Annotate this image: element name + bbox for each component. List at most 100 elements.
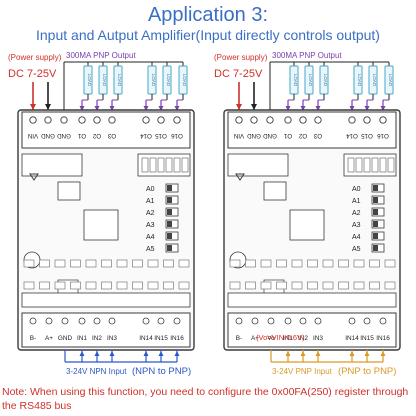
- gnd-arrow-icon: [251, 104, 257, 110]
- bottom-terminal-label: IN3: [107, 335, 117, 342]
- output-arrow-icon: [158, 106, 164, 111]
- dip-label: A1: [146, 198, 155, 205]
- module-cell: [387, 157, 395, 173]
- smd-component: [384, 281, 396, 290]
- top-terminal-label: GND: [57, 132, 71, 139]
- gnd-arrow-icon: [45, 104, 51, 110]
- dip-switch-lever: [373, 221, 378, 227]
- output-arrow-icon: [174, 106, 180, 111]
- smd-component: [178, 281, 190, 290]
- output-arrow-icon: [300, 106, 306, 111]
- smd-component: [54, 259, 66, 268]
- input-arrow-icon: [349, 351, 355, 356]
- dip-switch-lever: [167, 233, 172, 239]
- smd-component: [132, 259, 143, 268]
- dip-label: A3: [352, 222, 361, 229]
- bottom-terminal-label: Vo: [267, 335, 275, 342]
- dip-label: A4: [352, 234, 361, 241]
- chip-u3: [83, 209, 119, 241]
- terminal-screw: [142, 317, 150, 325]
- bottom-terminal-label: IN14: [345, 335, 359, 342]
- smd-component: [307, 259, 318, 268]
- smd-component: [132, 281, 143, 290]
- output-arrow-icon: [315, 106, 321, 111]
- bottom-terminal-label: A+: [251, 335, 259, 342]
- terminal-screw: [173, 317, 181, 325]
- smd-component: [39, 281, 50, 290]
- bottom-terminal-label: IN16: [170, 335, 184, 342]
- terminal-screw: [235, 317, 243, 325]
- load-label: LOAD: [182, 74, 187, 87]
- smd-component: [163, 259, 174, 268]
- bottom-terminal-label: IN14: [139, 335, 153, 342]
- module-cell: [157, 157, 165, 173]
- top-terminal-label: O1: [283, 132, 292, 139]
- output-label: 300MA PNP Output: [66, 51, 136, 60]
- smd-component: [369, 281, 380, 290]
- terminal-screw: [348, 317, 356, 325]
- output-arrow-icon: [143, 106, 149, 111]
- dip-switch-lever: [167, 185, 172, 191]
- vin-arrow-icon: [30, 104, 36, 110]
- smd-component: [39, 259, 50, 268]
- smd-component: [85, 259, 97, 268]
- load-label: LOAD: [166, 74, 171, 87]
- smd-component: [229, 281, 241, 290]
- smd-component: [245, 281, 256, 290]
- output-arrow-icon: [349, 106, 355, 111]
- terminal-screw: [348, 116, 356, 124]
- terminal-screw: [235, 116, 243, 124]
- terminal-screw: [173, 116, 181, 124]
- output-arrow-icon: [94, 106, 100, 111]
- dip-switch-lever: [373, 233, 378, 239]
- terminal-screw: [78, 116, 86, 124]
- load-label: LOAD: [323, 74, 328, 87]
- smd-component: [291, 259, 303, 268]
- header-row: [227, 292, 397, 308]
- input-arrow-icon: [285, 351, 291, 356]
- output-arrow-icon: [380, 106, 386, 111]
- output-arrow-icon: [109, 106, 115, 111]
- terminal-screw: [93, 116, 101, 124]
- terminal-screw: [60, 116, 68, 124]
- input-label-paren: (NPN to PNP): [132, 366, 191, 377]
- header-row: [21, 292, 191, 308]
- input-arrow-icon: [174, 351, 180, 356]
- dip-label: A2: [146, 210, 155, 217]
- smd-component: [260, 259, 272, 268]
- smd-component: [338, 281, 349, 290]
- bottom-terminal-label: IN1: [77, 335, 87, 342]
- terminal-screw: [267, 317, 275, 325]
- smd-component: [163, 281, 174, 290]
- smd-component: [101, 281, 112, 290]
- dip-label: A0: [352, 186, 361, 193]
- smd-component: [245, 259, 256, 268]
- terminal-screw: [29, 317, 37, 325]
- smd-component: [322, 259, 334, 268]
- top-terminal-label: O1: [77, 132, 86, 139]
- top-terminal-label: VIN: [234, 132, 244, 139]
- dip-label: A5: [352, 246, 361, 253]
- power-supply-label: (Power supply): [214, 53, 268, 62]
- load-label: LOAD: [87, 74, 92, 87]
- terminal-screw: [108, 116, 116, 124]
- bottom-terminal-label: IN2: [298, 335, 308, 342]
- input-arrow-icon: [94, 351, 100, 356]
- smd-component: [116, 259, 128, 268]
- bottom-terminal-label: A+: [45, 335, 53, 342]
- module-cell: [141, 157, 149, 173]
- terminal-screw: [379, 116, 387, 124]
- top-terminal-label: VIN: [28, 132, 38, 139]
- bottom-terminal-label: IN16: [376, 335, 390, 342]
- voltage-label: DC 7-25V: [8, 68, 57, 80]
- load-label: LOAD: [308, 74, 313, 87]
- module-cell: [149, 157, 157, 173]
- top-terminal-label: O14: [140, 132, 152, 139]
- top-terminal-label: O3: [313, 132, 322, 139]
- bottom-terminal-label: IN2: [92, 335, 102, 342]
- input-arrow-icon: [79, 351, 85, 356]
- page-title: Application 3:: [147, 4, 269, 26]
